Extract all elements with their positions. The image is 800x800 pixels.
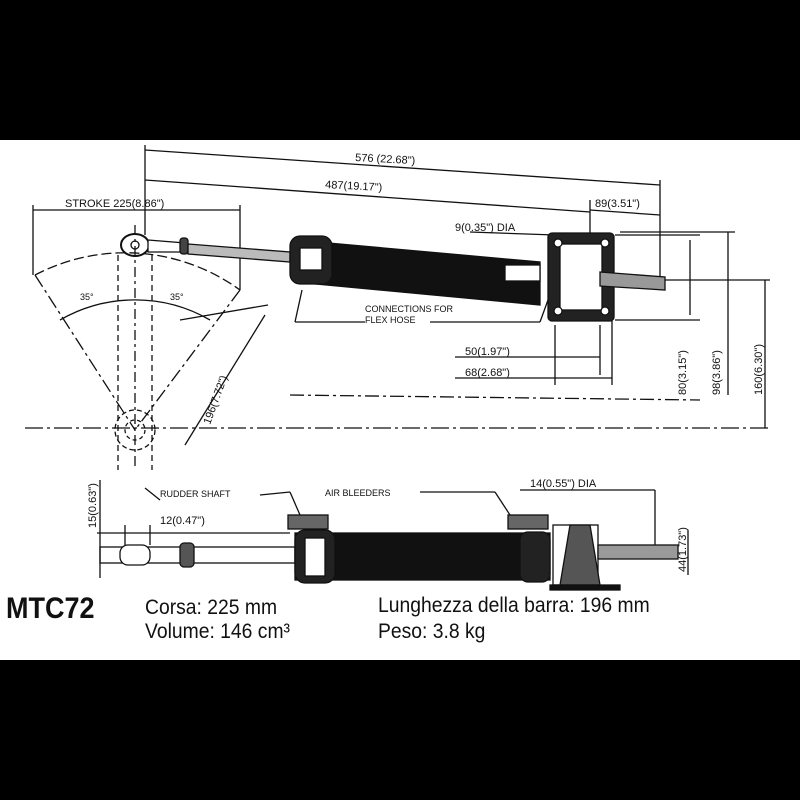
dim-80: 80(3.15") [677,350,689,395]
connections-label: CONNECTIONS FOR [365,304,454,314]
model-name: MTC72 [6,592,95,625]
angle-left-label: 35° [80,292,94,302]
dim-50: 50(1.97") [465,346,510,358]
dim-98: 98(3.86") [711,350,723,395]
dim-160: 160(6.30") [753,344,765,395]
dim-total: 576 (22.68") [355,152,416,167]
rudder-shaft-label: RUDDER SHAFT [160,489,231,499]
dimension-lines [25,145,770,429]
dim-12-label: 12(0.47") [160,515,205,527]
dim-mount-offset: 89(3.51") [595,198,640,210]
cylinder-mark-number: 72 [485,273,495,283]
cylinder-mark: MTC [478,262,498,272]
spec-lunghezza: Lunghezza della barra: 196 mm [378,594,650,617]
spec-peso: Peso: 3.8 kg [378,620,486,643]
air-bleeders-label: AIR BLEEDERS [325,488,391,498]
angle-right-label: 35° [170,292,184,302]
drawing-labels: 576 (22.68") 487(19.17") 89(3.51") STROK… [65,152,765,572]
dim-68: 68(2.68") [465,367,510,379]
hole-dia-label: 9(0.35") DIA [455,222,516,234]
rudder-tiller [34,225,269,470]
flex-hose-label: FLEX HOSE [365,315,416,325]
spec-corsa: Corsa: 225 mm [145,596,278,619]
spec-volume: Volume: 146 cm³ [145,620,290,643]
dim-15-label: 15(0.63") [87,483,99,528]
dim-44-label: 44(1.73") [677,527,689,572]
dim-14-label: 14(0.55") DIA [530,478,597,490]
dim-body: 487(19.17") [325,179,383,194]
cylinder-top-view [147,232,666,323]
cylinder-side-view [97,480,689,591]
stroke-label: STROKE 225(8.86") [65,198,164,210]
tiller-length-label: 196(7.72") [202,374,231,426]
